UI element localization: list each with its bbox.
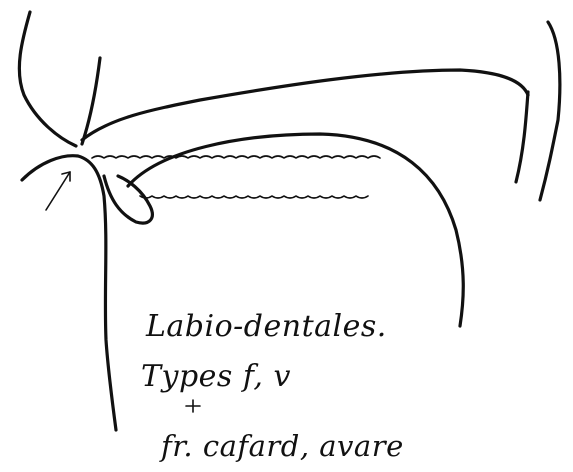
f-underline-mark xyxy=(186,400,200,412)
caption-title: Labio-dentales. xyxy=(146,312,387,342)
lower-lip-outline xyxy=(22,156,116,430)
pharynx-wall-back xyxy=(540,22,560,200)
pharynx-wall-front xyxy=(516,92,528,182)
lower-teeth-ridge xyxy=(140,196,368,198)
upper-teeth-ridge xyxy=(92,156,380,158)
contact-arrow-shaft xyxy=(46,172,70,210)
caption-types: Types f, v xyxy=(141,362,291,392)
tongue-outline xyxy=(128,134,463,326)
palate-line xyxy=(82,70,528,140)
caption-examples: fr. cafard, avare xyxy=(161,432,404,461)
upper-incisor xyxy=(104,176,152,223)
upper-lip-outline xyxy=(19,12,76,146)
